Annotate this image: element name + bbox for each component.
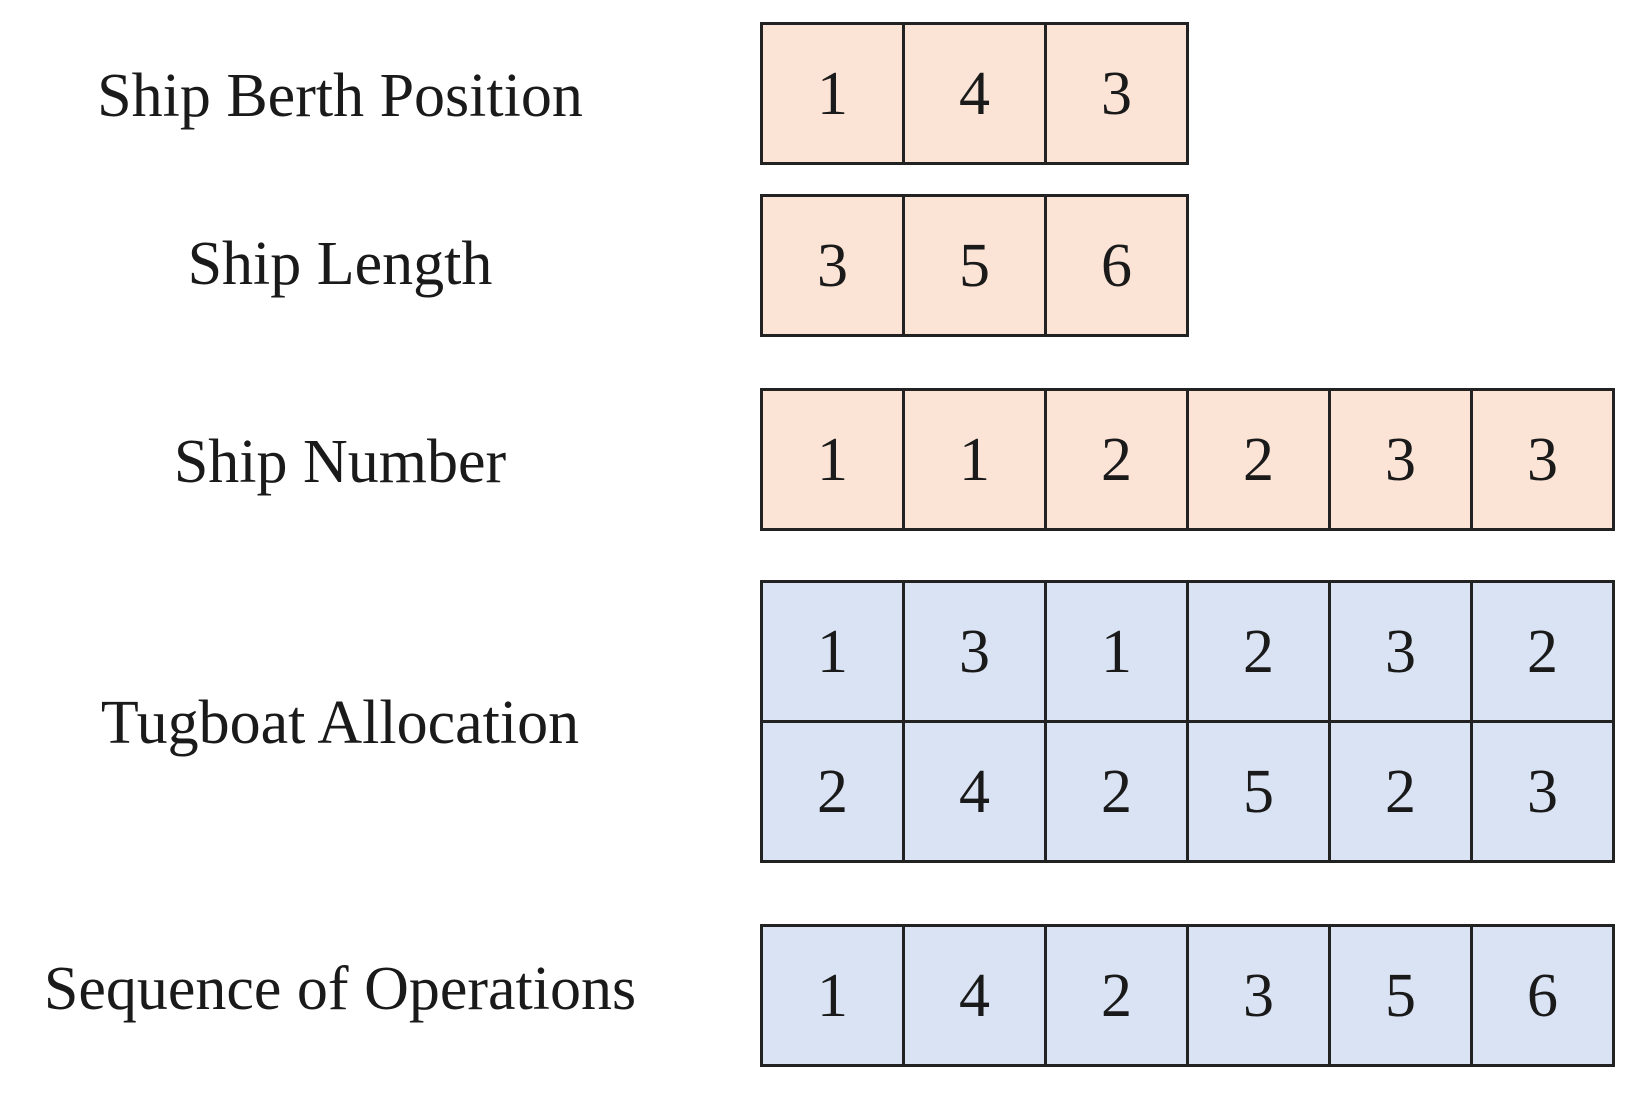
length-cell: 3 [763, 197, 905, 337]
tugboat-allocation-label: Tugboat Allocation [100, 689, 580, 757]
number-cell: 3 [1473, 391, 1615, 531]
number-cell: 3 [1331, 391, 1473, 531]
tugboat-cell: 2 [1331, 723, 1473, 863]
length-cell: 5 [905, 197, 1047, 337]
length-cell: 6 [1047, 197, 1189, 337]
tugboat-cell: 3 [1473, 723, 1615, 863]
tugboat-cell: 2 [1473, 583, 1615, 723]
ship-number-label: Ship Number [173, 428, 507, 496]
sequence-cell: 6 [1473, 927, 1615, 1067]
tugboat-cell: 1 [1047, 583, 1189, 723]
sequence-cell: 2 [1047, 927, 1189, 1067]
tugboat-cell: 2 [1189, 583, 1331, 723]
tugboat-cell: 4 [905, 723, 1047, 863]
sequence-cell: 1 [763, 927, 905, 1067]
ship-berth-position-label: Ship Berth Position [97, 62, 583, 130]
ship-length-label: Ship Length [187, 230, 493, 298]
berth-cell: 3 [1047, 25, 1189, 165]
number-cell: 2 [1047, 391, 1189, 531]
number-cell: 1 [763, 391, 905, 531]
tugboat-cell: 3 [905, 583, 1047, 723]
tugboat-cell: 2 [763, 723, 905, 863]
tugboat-cell: 3 [1331, 583, 1473, 723]
number-cell: 1 [905, 391, 1047, 531]
tugboat-cell: 5 [1189, 723, 1331, 863]
berth-cell: 1 [763, 25, 905, 165]
sequence-cell: 4 [905, 927, 1047, 1067]
sequence-cell: 3 [1189, 927, 1331, 1067]
berth-cell: 4 [905, 25, 1047, 165]
number-cell: 2 [1189, 391, 1331, 531]
sequence-cell: 5 [1331, 927, 1473, 1067]
tugboat-cell: 2 [1047, 723, 1189, 863]
tugboat-cell: 1 [763, 583, 905, 723]
sequence-of-operations-label: Sequence of Operations [43, 955, 637, 1023]
